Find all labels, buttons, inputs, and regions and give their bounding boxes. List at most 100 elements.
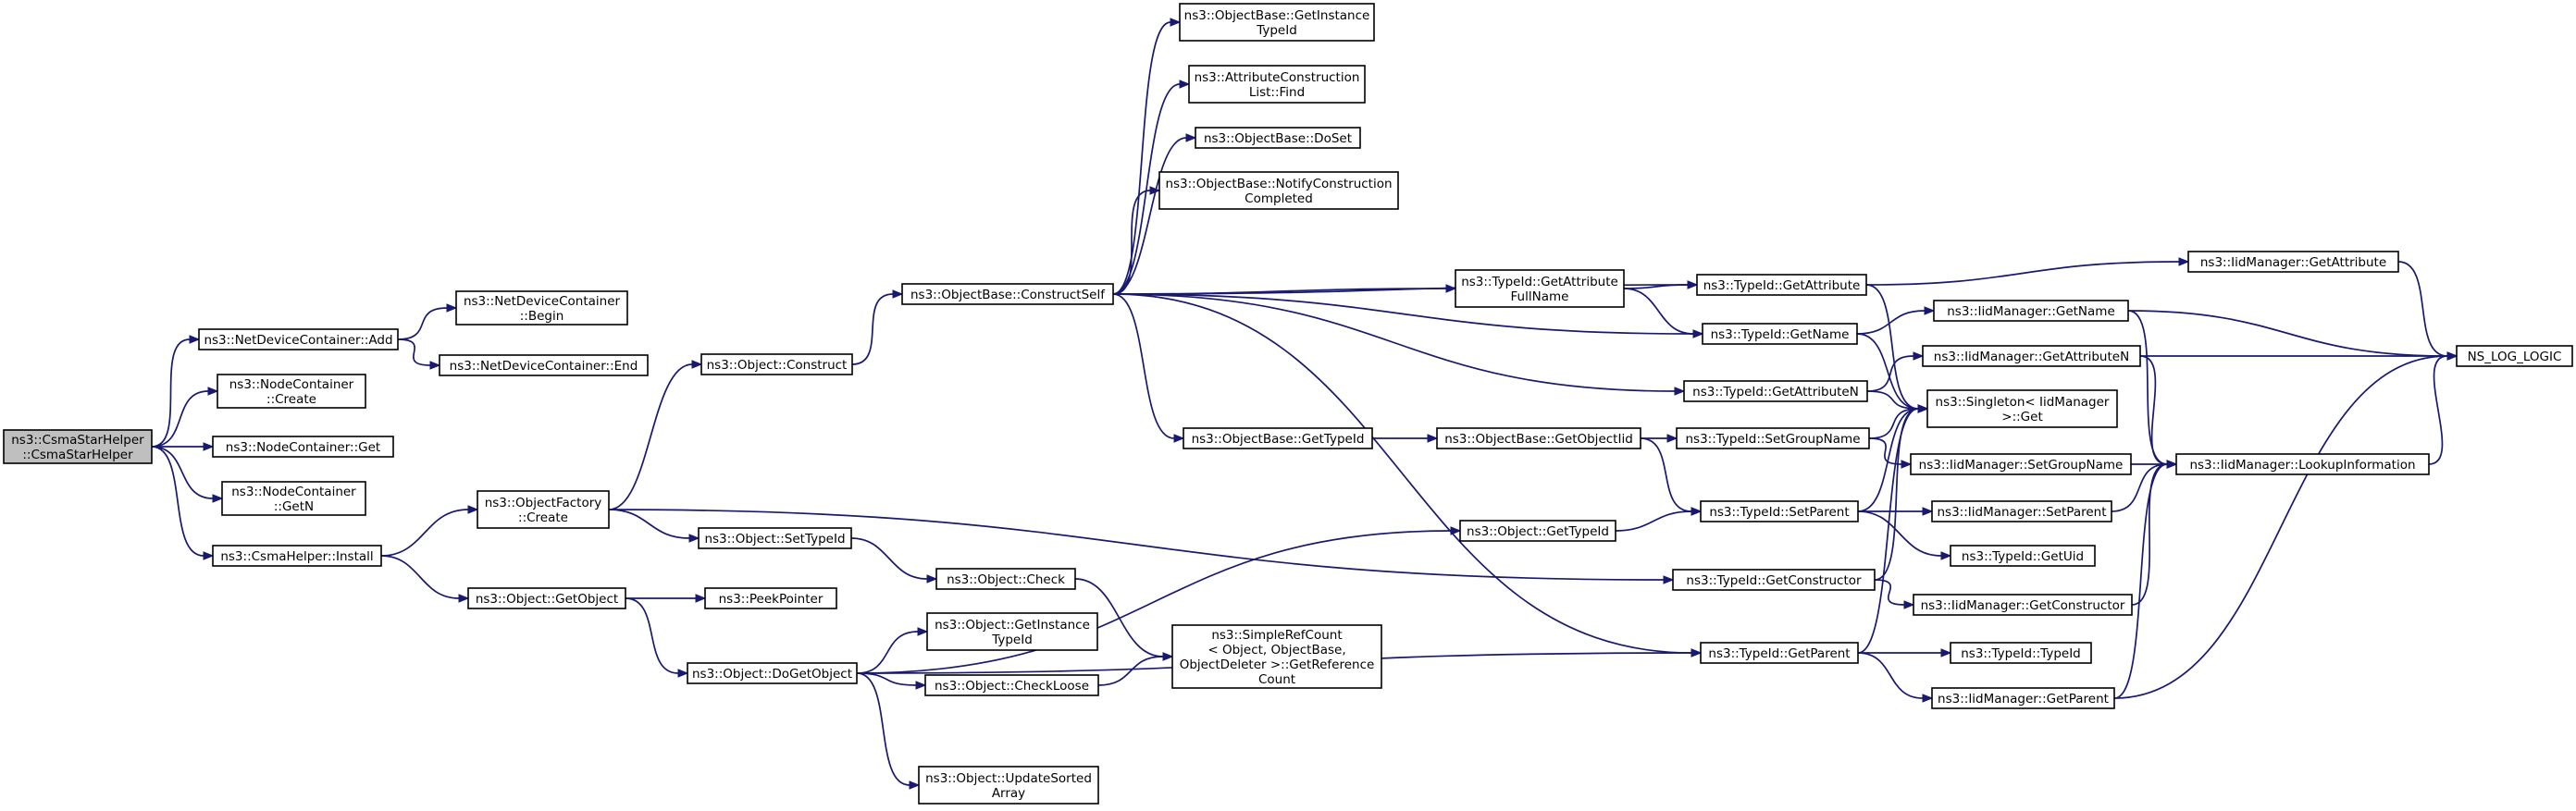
edge-tid_getattributen-to-iid_getattributen — [1866, 351, 1925, 392]
node-box — [2456, 345, 2573, 367]
node-obj-construct[interactable]: ns3::Object::Construct — [700, 353, 853, 375]
node-box — [901, 283, 1114, 305]
node-tid-getattributen[interactable]: ns3::TypeId::GetAttributeN — [1683, 380, 1868, 402]
node-tid-typeid[interactable]: ns3::TypeId::TypeId — [1950, 642, 2092, 664]
edge-arrowhead — [2446, 351, 2458, 361]
node-peekpointer[interactable]: ns3::PeekPointer — [704, 587, 837, 609]
node-label: >::Get — [2001, 410, 2042, 424]
edge-arrowhead — [1922, 694, 1934, 703]
node-nc-get[interactable]: ns3::NodeContainer::Get — [212, 436, 394, 458]
node-tid-getuid[interactable]: ns3::TypeId::GetUid — [1950, 545, 2096, 567]
edge-ob_constructself-to-ob_notify — [1112, 186, 1161, 295]
node-label: ns3::NetDeviceContainer::End — [450, 359, 638, 374]
node-ob-gettypeid[interactable]: ns3::ObjectBase::GetTypeId — [1183, 427, 1373, 449]
node-label: ns3::NodeContainer — [229, 377, 354, 392]
node-obj-gettypeid[interactable]: ns3::Object::GetTypeId — [1459, 520, 1616, 542]
edge-root-to-ndc_add — [151, 335, 201, 448]
edge-line — [2139, 355, 2168, 465]
node-tid-getname[interactable]: ns3::TypeId::GetName — [1702, 323, 1858, 345]
edge-line — [1865, 261, 2180, 286]
node-iid-getattributen[interactable]: ns3::IidManager::GetAttributeN — [1922, 345, 2141, 367]
node-obj-dogetobject[interactable]: ns3::Object::DoGetObject — [687, 662, 858, 684]
node-label: ns3::Object::CheckLoose — [935, 679, 1089, 694]
edge-arrowhead — [1162, 652, 1174, 661]
node-iid-getname[interactable]: ns3::IidManager::GetName — [1933, 300, 2129, 322]
node-csma-install[interactable]: ns3::CsmaHelper::Install — [212, 545, 382, 567]
node-label: ns3::Object::GetObject — [476, 592, 618, 607]
node-box — [687, 662, 858, 684]
node-iid-setparent[interactable]: ns3::IidManager::SetParent — [1931, 500, 2112, 522]
node-simplerefcount[interactable]: ns3::SimpleRefCount< Object, ObjectBase,… — [1171, 624, 1382, 689]
edge-arrowhead — [677, 669, 689, 678]
node-nc-create[interactable]: ns3::NodeContainer::Create — [217, 374, 366, 409]
node-ob-constructself[interactable]: ns3::ObjectBase::ConstructSelf — [901, 283, 1114, 305]
node-iid-getparent[interactable]: ns3::IidManager::GetParent — [1931, 687, 2115, 709]
edge-of_create-to-obj_settypeid — [608, 509, 700, 543]
node-box — [1931, 687, 2115, 709]
node-box — [918, 766, 1099, 805]
node-iid-getconstructor[interactable]: ns3::IidManager::GetConstructor — [1913, 594, 2133, 616]
node-iid-lookupinformation[interactable]: ns3::IidManager::LookupInformation — [2175, 453, 2430, 475]
edge-line — [625, 597, 679, 674]
node-box — [1188, 65, 1366, 104]
node-label: ns3::NetDeviceContainer — [464, 294, 621, 309]
node-obj-check[interactable]: ns3::Object::Check — [935, 568, 1076, 590]
edge-arrowhead — [446, 303, 458, 313]
node-label: ns3::ObjectFactory — [485, 496, 602, 510]
edge-arrowhead — [1666, 434, 1678, 443]
node-box — [700, 353, 853, 375]
edge-obj_dogetobject-to-obj_checkloose — [856, 672, 927, 690]
node-ns-log-logic[interactable]: NS_LOG_LOGIC — [2456, 345, 2573, 367]
edge-line — [1868, 408, 1919, 439]
node-label: ns3::CsmaStarHelper — [11, 433, 144, 448]
node-iid-setgroupname[interactable]: ns3::IidManager::SetGroupName — [1910, 453, 2132, 475]
node-tid-setparent[interactable]: ns3::TypeId::SetParent — [1700, 500, 1859, 522]
edge-root-to-nc_getn — [151, 446, 224, 503]
edge-tid_getparent-to-iid_getparent — [1857, 652, 1934, 703]
node-box — [477, 490, 610, 529]
node-singleton-get[interactable]: ns3::Singleton< IidManager >::Get — [1926, 389, 2118, 428]
edge-iid_getname-to-ns_log_logic — [2127, 310, 2458, 361]
edge-tid_getparent-to-singleton_get — [1857, 404, 1929, 654]
node-tid-getconstructor[interactable]: ns3::TypeId::GetConstructor — [1672, 569, 1876, 591]
node-ob-doset[interactable]: ns3::ObjectBase::DoSet — [1195, 127, 1361, 149]
edge-line — [1112, 21, 1171, 295]
edge-line — [1640, 437, 1692, 512]
edge-obj_dogetobject-to-obj_getinstancetypeid — [856, 627, 929, 674]
node-obj-settypeid[interactable]: ns3::Object::SetTypeId — [698, 527, 852, 549]
node-tid-getattribute[interactable]: ns3::TypeId::GetAttribute — [1696, 274, 1867, 296]
node-root: ns3::CsmaStarHelper::CsmaStarHelper — [3, 429, 153, 464]
node-box — [2187, 251, 2399, 273]
node-iid-getattribute[interactable]: ns3::IidManager::GetAttribute — [2187, 251, 2399, 273]
edge-ob_constructself-to-tid_getattributen — [1112, 293, 1686, 396]
node-obj-getobject[interactable]: ns3::Object::GetObject — [467, 587, 626, 609]
node-nc-getn[interactable]: ns3::NodeContainer::GetN — [221, 481, 366, 516]
edge-tid_getconstructor-to-iid_getconstructor — [1874, 579, 1915, 609]
edge-line — [1857, 408, 1919, 654]
node-ob-notify[interactable]: ns3::ObjectBase::NotifyConstructionCompl… — [1158, 171, 1399, 210]
node-obj-checkloose[interactable]: ns3::Object::CheckLoose — [924, 674, 1099, 696]
edge-iid_getparent-to-iid_lookupinformation — [2113, 460, 2178, 699]
node-tid-getparent[interactable]: ns3::TypeId::GetParent — [1700, 642, 1859, 664]
edge-arrowhead — [1663, 575, 1675, 584]
node-box — [1459, 520, 1616, 542]
edge-line — [1857, 510, 1942, 557]
node-of-create[interactable]: ns3::ObjectFactory::Create — [477, 490, 610, 529]
node-ndc-end[interactable]: ns3::NetDeviceContainer::End — [439, 354, 649, 376]
edge-arrowhead — [1427, 434, 1439, 443]
edge-line — [397, 338, 431, 366]
edge-line — [856, 672, 910, 786]
node-ob-getobjectiid[interactable]: ns3::ObjectBase::GetObjectIid — [1436, 427, 1641, 449]
node-ndc-add[interactable]: ns3::NetDeviceContainer::Add — [198, 328, 399, 350]
node-ndc-begin[interactable]: ns3::NetDeviceContainer::Begin — [455, 290, 628, 326]
node-box — [698, 527, 852, 549]
node-tid-setgroupname[interactable]: ns3::TypeId::SetGroupName — [1676, 427, 1870, 449]
edge-arrowhead — [1149, 186, 1161, 195]
edge-line — [856, 672, 917, 686]
